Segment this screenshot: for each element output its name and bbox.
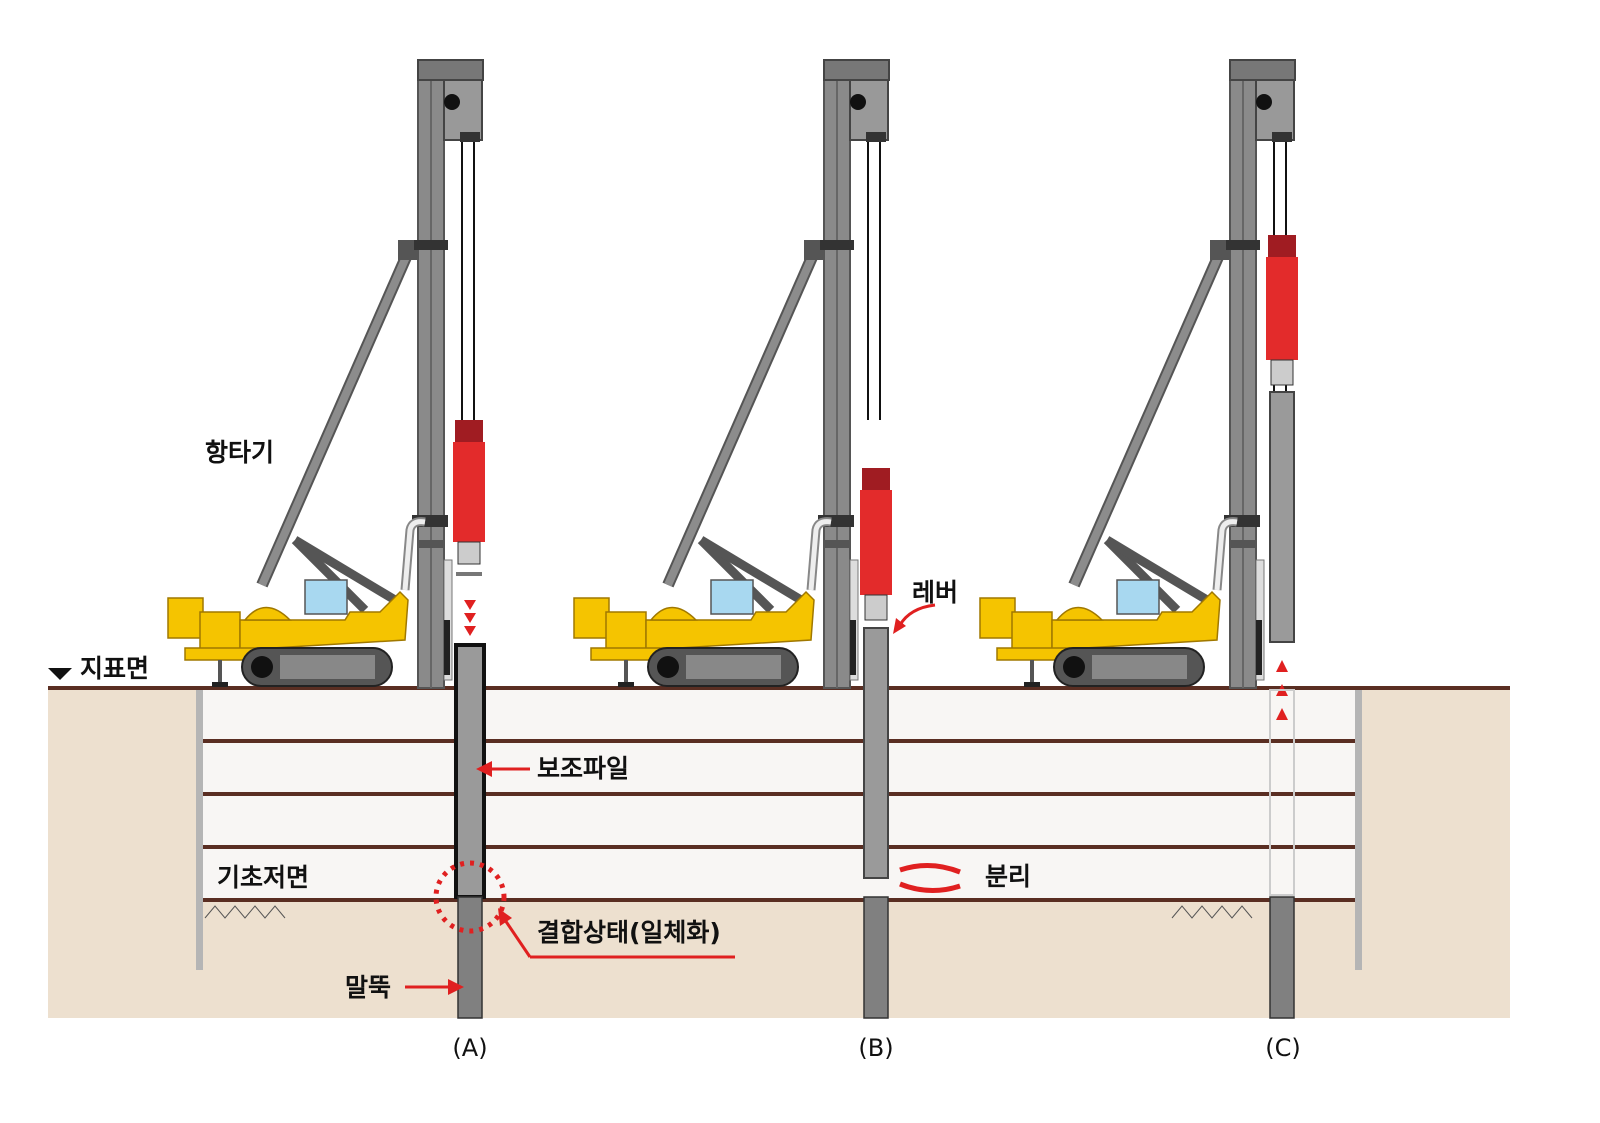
hammer-a <box>453 420 485 576</box>
pile-hole-c <box>1269 689 1295 896</box>
ground-marker-icon <box>48 668 72 680</box>
hatch-left <box>204 905 286 919</box>
rotate-arrows-icon <box>899 863 961 893</box>
retaining-wall-right <box>1355 690 1362 970</box>
pile-b <box>863 896 889 1019</box>
label-pile-driver: 항타기 <box>205 438 275 467</box>
label-separation: 분리 <box>985 862 1032 891</box>
coupling-highlight <box>433 860 507 934</box>
label-auxiliary-pile: 보조파일 <box>537 754 630 783</box>
struts <box>200 739 1358 902</box>
lever-arrowhead-icon <box>893 618 906 634</box>
retaining-wall-left <box>196 690 203 970</box>
auxiliary-pile-a <box>454 643 486 899</box>
pile-driver-rig-a <box>168 60 483 688</box>
panel-label-c: (C) <box>1265 1034 1301 1062</box>
hatch-right <box>1171 905 1253 919</box>
label-arrows <box>405 761 735 995</box>
hammer-b <box>860 468 892 621</box>
pile-a <box>457 896 483 1019</box>
label-foundation-bottom: 기초저면 <box>217 863 310 892</box>
down-arrows-icon <box>464 600 476 636</box>
label-ground-surface: 지표면 <box>80 654 150 683</box>
lever-arrow <box>898 603 936 626</box>
hammer-c <box>1266 235 1298 386</box>
pile-c <box>1269 896 1295 1019</box>
pile-driver-rig-b <box>574 60 889 688</box>
label-pile: 말뚝 <box>345 973 392 1002</box>
pile-driver-rig-c <box>980 60 1295 688</box>
panel-label-b: (B) <box>858 1034 894 1062</box>
label-lever: 레버 <box>912 578 959 607</box>
label-coupled-state: 결합상태(일체화) <box>537 918 721 947</box>
auxiliary-pile-b <box>863 627 889 879</box>
auxiliary-pile-c <box>1269 391 1295 643</box>
panel-label-a: (A) <box>452 1034 488 1062</box>
